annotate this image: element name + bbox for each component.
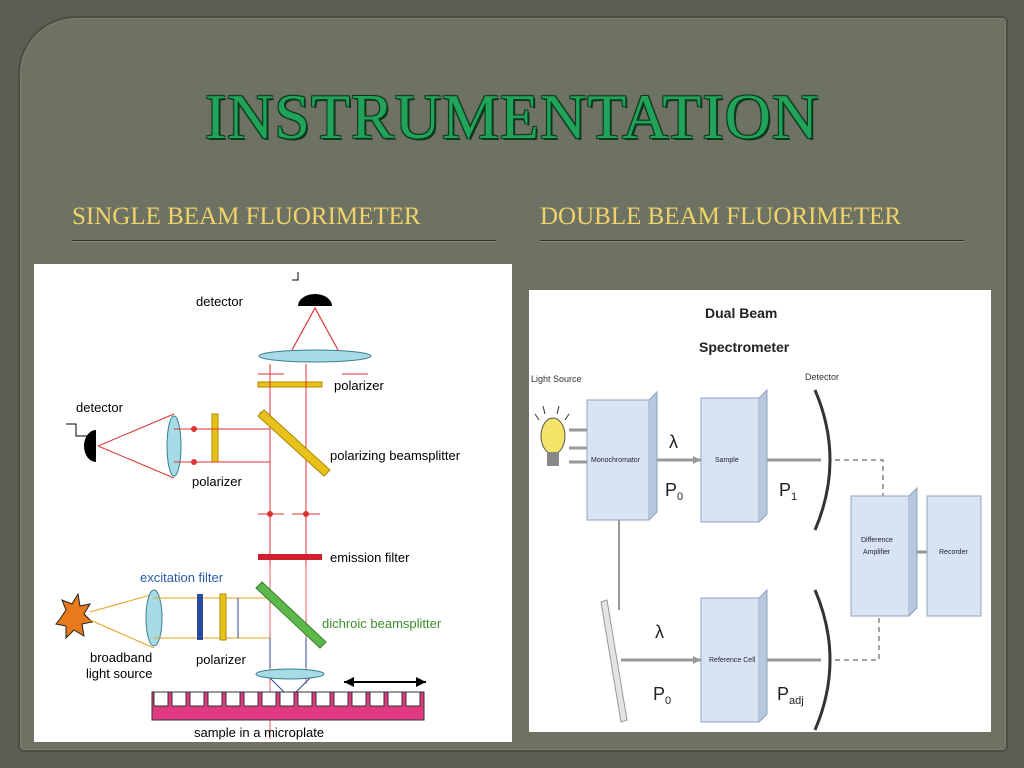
label-sample-box: Sample [715, 457, 739, 464]
label-left-polarizer: polarizer [192, 474, 243, 489]
difference-amplifier-box [850, 495, 910, 617]
double-beam-heading: DOUBLE BEAM FLUORIMETER [540, 203, 902, 230]
left-lens-icon [166, 415, 182, 477]
label-detector: Detector [805, 372, 839, 382]
monochromator-box [586, 399, 650, 521]
label-top-polarizer: polarizer [334, 378, 385, 393]
bottom-polarizer-icon [219, 593, 227, 641]
left-polarizer-icon [211, 413, 219, 463]
double-beam-diagram: Dual Beam Spectrometer Light Source Dete… [529, 290, 991, 732]
label-polarizing-beamsplitter: polarizing beamsplitter [330, 448, 461, 463]
label-monochromator: Monochromator [591, 457, 641, 464]
label-dichroic-beamsplitter: dichroic beamsplitter [322, 616, 442, 631]
label-diff-amp-2: Amplifier [863, 549, 891, 556]
label-diff-amp-1: Difference [861, 537, 893, 544]
light-source-star-icon [55, 592, 94, 640]
right-heading-rule [540, 240, 964, 241]
top-lens-icon [258, 349, 372, 363]
polarizing-beamsplitter-icon [257, 409, 331, 477]
bottom-lens-icon [255, 668, 325, 680]
single-beam-heading: SINGLE BEAM FLUORIMETER [72, 203, 421, 230]
detector-lead-icon [292, 272, 299, 281]
light-bulb-icon [534, 405, 570, 466]
double-beam-svg: Dual Beam Spectrometer Light Source Dete… [531, 305, 982, 731]
label-bottom-polarizer: polarizer [196, 652, 247, 667]
label-padj: Padj [777, 684, 804, 707]
lower-detector-icon [813, 589, 832, 731]
label-dual-beam: Dual Beam [705, 305, 777, 321]
dichroic-beamsplitter-icon [255, 581, 327, 649]
label-light-source-2: light source [86, 666, 152, 681]
upper-detector-icon [813, 389, 832, 531]
label-p0-bottom: P0 [653, 684, 671, 707]
label-p0-top: P0 [665, 480, 683, 503]
label-lambda-bottom: λ [655, 622, 664, 642]
sample-box [700, 397, 760, 523]
reference-cell-box [700, 597, 760, 723]
label-left-detector: detector [76, 400, 124, 415]
label-top-detector: detector [196, 294, 244, 309]
label-lambda-top: λ [669, 432, 678, 452]
recorder-box [926, 495, 982, 617]
label-spectrometer: Spectrometer [699, 339, 790, 355]
slide-title: INSTRUMENTATION [204, 81, 820, 152]
label-recorder: Recorder [939, 549, 968, 556]
label-light-source: Light Source [531, 374, 582, 384]
left-detector-icon [84, 430, 96, 462]
single-beam-diagram: detector polarizer detector polarizer po… [34, 264, 512, 742]
excitation-lens-icon [145, 589, 163, 647]
single-beam-svg: detector polarizer detector polarizer po… [55, 272, 461, 740]
label-light-source-1: broadband [90, 650, 152, 665]
top-detector-icon [298, 294, 332, 306]
mirror-icon [600, 599, 628, 723]
top-polarizer-icon [257, 381, 323, 388]
label-sample: sample in a microplate [194, 725, 324, 740]
label-excitation-filter: excitation filter [140, 570, 224, 585]
excitation-filter-icon [197, 594, 203, 640]
label-reference-cell: Reference Cell [709, 657, 756, 664]
label-p1: P1 [779, 480, 797, 503]
label-emission-filter: emission filter [330, 550, 410, 565]
emission-filter-icon [258, 554, 322, 560]
left-heading-rule [72, 240, 496, 241]
